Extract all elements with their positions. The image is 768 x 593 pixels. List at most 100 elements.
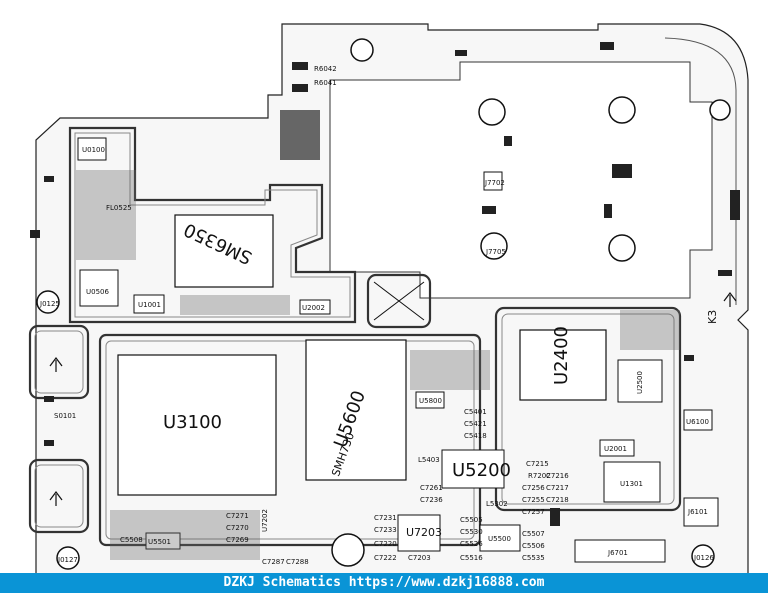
pad-j7702 [478,98,506,126]
label-c7270: C7270 [226,524,249,532]
label-c7271: C7271 [226,512,249,520]
pad-mount [709,99,731,121]
label-c7222: C7222 [374,554,397,562]
chip-u2500 [617,359,663,403]
label-c5401: C5401 [464,408,487,416]
label-c5506: C5506 [522,542,545,550]
cutout-top [329,61,713,299]
pad-right-1 [608,96,636,124]
shield-main [98,333,482,547]
pad-j7705 [480,232,508,260]
label-c7261: C7261 [420,484,443,492]
chip-u2002 [299,299,331,315]
shield-left-small-2 [28,458,90,534]
label-c7236: C7236 [420,496,443,504]
label-c5418: C5418 [464,432,487,440]
label-r6042: R6042 [314,65,337,73]
pad-j0125 [36,290,60,314]
chip-u0100 [77,137,107,161]
label-u7203: U7203 [406,526,442,539]
label-j7705: J7705 [485,248,506,256]
shield-left-small-1 [28,324,90,400]
label-c5505: C5505 [460,516,483,524]
label-u2500: U2500 [636,371,644,394]
label-u2001: U2001 [604,445,627,453]
label-c5516: C5516 [460,554,483,562]
label-c7203: C7203 [408,554,431,562]
chip-j6101 [683,497,719,527]
label-k3: K3 [706,310,719,324]
label-u3100: U3100 [163,412,222,433]
chip-u7203 [397,514,441,552]
cutout-right-rail [664,37,737,305]
footer-banner: DZKJ Schematics https://www.dzkj16888.co… [0,573,768,593]
label-l5403: L5403 [418,456,440,464]
label-j7702: J7702 [484,179,505,187]
chip-u3100 [117,354,277,496]
pad-j0126 [691,544,715,568]
label-u5800: U5800 [419,397,442,405]
label-l5302: L5302 [486,500,508,508]
label-u6100: U6100 [686,418,709,426]
label-u1001: U1001 [138,301,161,309]
label-c7233: C7233 [374,526,397,534]
chip-u6100 [683,409,713,431]
label-c7216: C7216 [546,472,569,480]
label-c5530: C5530 [460,528,483,536]
label-u7202: U7202 [261,509,269,532]
label-j0125: J0125 [39,300,60,308]
label-u5501: U5501 [148,538,171,546]
label-c5535: C5535 [522,554,545,562]
label-c7231: C7231 [374,514,397,522]
label-c7255: C7255 [522,496,545,504]
label-c7287: C7287 [262,558,285,566]
label-c7256: C7256 [522,484,545,492]
label-j6701: J6701 [607,549,628,557]
label-c7257: C7257 [522,508,545,516]
chip-u5200 [441,449,505,489]
chip-u1001 [133,294,165,314]
shield-soc [68,126,357,324]
label-c5526: C5526 [460,540,483,548]
label-u5500: U5500 [488,535,511,543]
pad-right-2 [608,234,636,262]
label-u0506: U0506 [86,288,109,296]
label-j0127: J0127 [57,556,78,564]
label-fl0525: FL0525 [106,204,132,212]
chip-u0506 [79,269,119,307]
chip-u5501 [145,532,181,550]
hole-bottom [331,533,365,567]
label-u1301: U1301 [620,480,643,488]
label-c7269: C7269 [226,536,249,544]
label-j6101: J6101 [687,508,708,516]
label-c7220: C7220 [374,540,397,548]
label-c5421: C5421 [464,420,487,428]
label-s0101: S0101 [54,412,76,420]
label-j0126: J0126 [693,554,714,562]
label-c5508: C5508 [120,536,143,544]
pad-j0127 [56,546,80,570]
chip-u1301 [603,461,661,503]
chip-u2400 [519,329,607,401]
label-u0100: U0100 [82,146,105,154]
label-u5200: U5200 [452,460,511,481]
label-u2400: U2400 [551,326,572,385]
label-c7215: C7215 [526,460,549,468]
chip-soc [174,214,274,288]
chip-u5600 [305,339,407,481]
chip-u2001 [599,439,635,457]
shield-u2400 [494,306,682,512]
chip-u5800 [415,391,445,409]
label-c7288: C7288 [286,558,309,566]
label-r6041: R6041 [314,79,337,87]
pad-top [350,38,374,62]
shield-small-center [366,273,432,329]
label-c5507: C5507 [522,530,545,538]
chip-j6701 [574,539,666,563]
label-u2002: U2002 [302,304,325,312]
chip-u5500 [479,524,521,552]
label-c7217: C7217 [546,484,569,492]
label-c7218: C7218 [546,496,569,504]
label-r7202: R7202 [528,472,551,480]
